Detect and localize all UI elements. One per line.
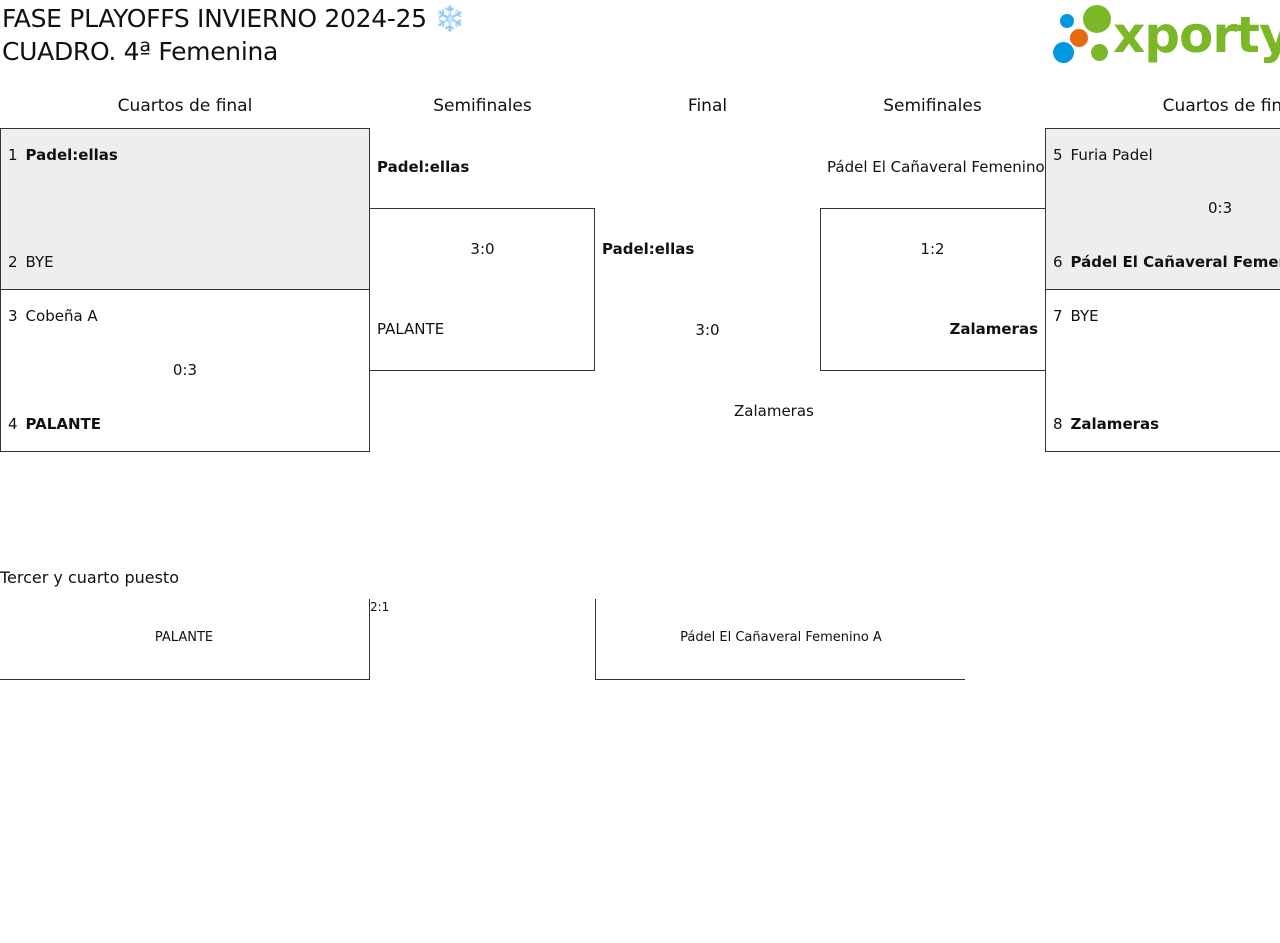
team-name: Pádel El Cañaveral Femenino A: [1070, 253, 1280, 271]
final-team-a[interactable]: Padel:ellas: [602, 240, 695, 258]
final-score: 3:0: [695, 321, 720, 339]
team-name: BYE: [1070, 307, 1099, 325]
qf3-team-b[interactable]: 6 Pádel El Cañaveral Femenino A: [1053, 253, 1280, 271]
team-name: Furia Padel: [1070, 146, 1153, 164]
third-place-team-a[interactable]: PALANTE: [154, 630, 214, 645]
team-name: PALANTE: [25, 415, 101, 433]
seed-number: 7: [1053, 307, 1063, 325]
team-name: Zalameras: [1070, 415, 1160, 433]
seed-number: 2: [8, 253, 18, 271]
qf1-team-a[interactable]: 1 Padel:ellas: [8, 146, 118, 164]
third-place-box-b: [595, 599, 965, 680]
team-name: Cobeña A: [25, 307, 98, 325]
sf-right-team-b[interactable]: Zalameras: [949, 320, 1038, 338]
third-place-team-b[interactable]: Pádel El Cañaveral Femenino A: [680, 630, 882, 645]
qf2-team-a[interactable]: 3 Cobeña A: [8, 307, 98, 325]
seed-number: 1: [8, 146, 18, 164]
third-place-score: 2:1: [370, 600, 390, 614]
page-title: FASE PLAYOFFS INVIERNO 2024-25 ❄️ CUADRO…: [2, 2, 466, 68]
match-box-qf4: [1045, 289, 1280, 452]
header-semis-right: Semifinales: [883, 96, 982, 116]
third-place-label: Tercer y cuarto puesto: [0, 568, 179, 587]
seed-number: 8: [1053, 415, 1063, 433]
seed-number: 6: [1053, 253, 1063, 271]
match-box-sf-left: [369, 208, 595, 371]
match-box-sf-right: [820, 208, 1046, 371]
qf1-team-b[interactable]: 2 BYE: [8, 253, 54, 271]
qf3-score: 0:3: [1208, 199, 1233, 217]
qf2-team-b[interactable]: 4 PALANTE: [8, 415, 101, 433]
final-team-b[interactable]: Zalameras: [734, 402, 814, 420]
seed-number: 3: [8, 307, 18, 325]
logo-text: xporty: [1113, 6, 1280, 64]
title-line-2: CUADRO. 4ª Femenina: [2, 37, 279, 66]
team-name: Padel:ellas: [25, 146, 118, 164]
qf3-team-a[interactable]: 5 Furia Padel: [1053, 146, 1153, 164]
header-quarters-right: Cuartos de final: [1162, 96, 1280, 116]
sf-right-team-a[interactable]: Pádel El Cañaveral Femenino A: [827, 158, 1045, 176]
sf-left-score: 3:0: [470, 240, 495, 258]
qf4-team-a[interactable]: 7 BYE: [1053, 307, 1099, 325]
xporty-logo: [1052, 2, 1278, 68]
sf-left-team-a[interactable]: Padel:ellas: [377, 158, 470, 176]
sf-right-score: 1:2: [920, 240, 945, 258]
seed-number: 5: [1053, 146, 1063, 164]
qf2-score: 0:3: [172, 361, 198, 379]
sf-left-team-b[interactable]: PALANTE: [377, 320, 445, 338]
header-semis-left: Semifinales: [433, 96, 532, 116]
header-quarters-left: Cuartos de final: [117, 96, 253, 116]
third-place-box-a: [0, 599, 370, 680]
title-line-1: FASE PLAYOFFS INVIERNO 2024-25 ❄️: [2, 4, 466, 33]
header-final: Final: [687, 96, 728, 116]
team-name: BYE: [25, 253, 54, 271]
seed-number: 4: [8, 415, 18, 433]
qf4-team-b[interactable]: 8 Zalameras: [1053, 415, 1159, 433]
match-box-qf3: [1045, 128, 1280, 290]
